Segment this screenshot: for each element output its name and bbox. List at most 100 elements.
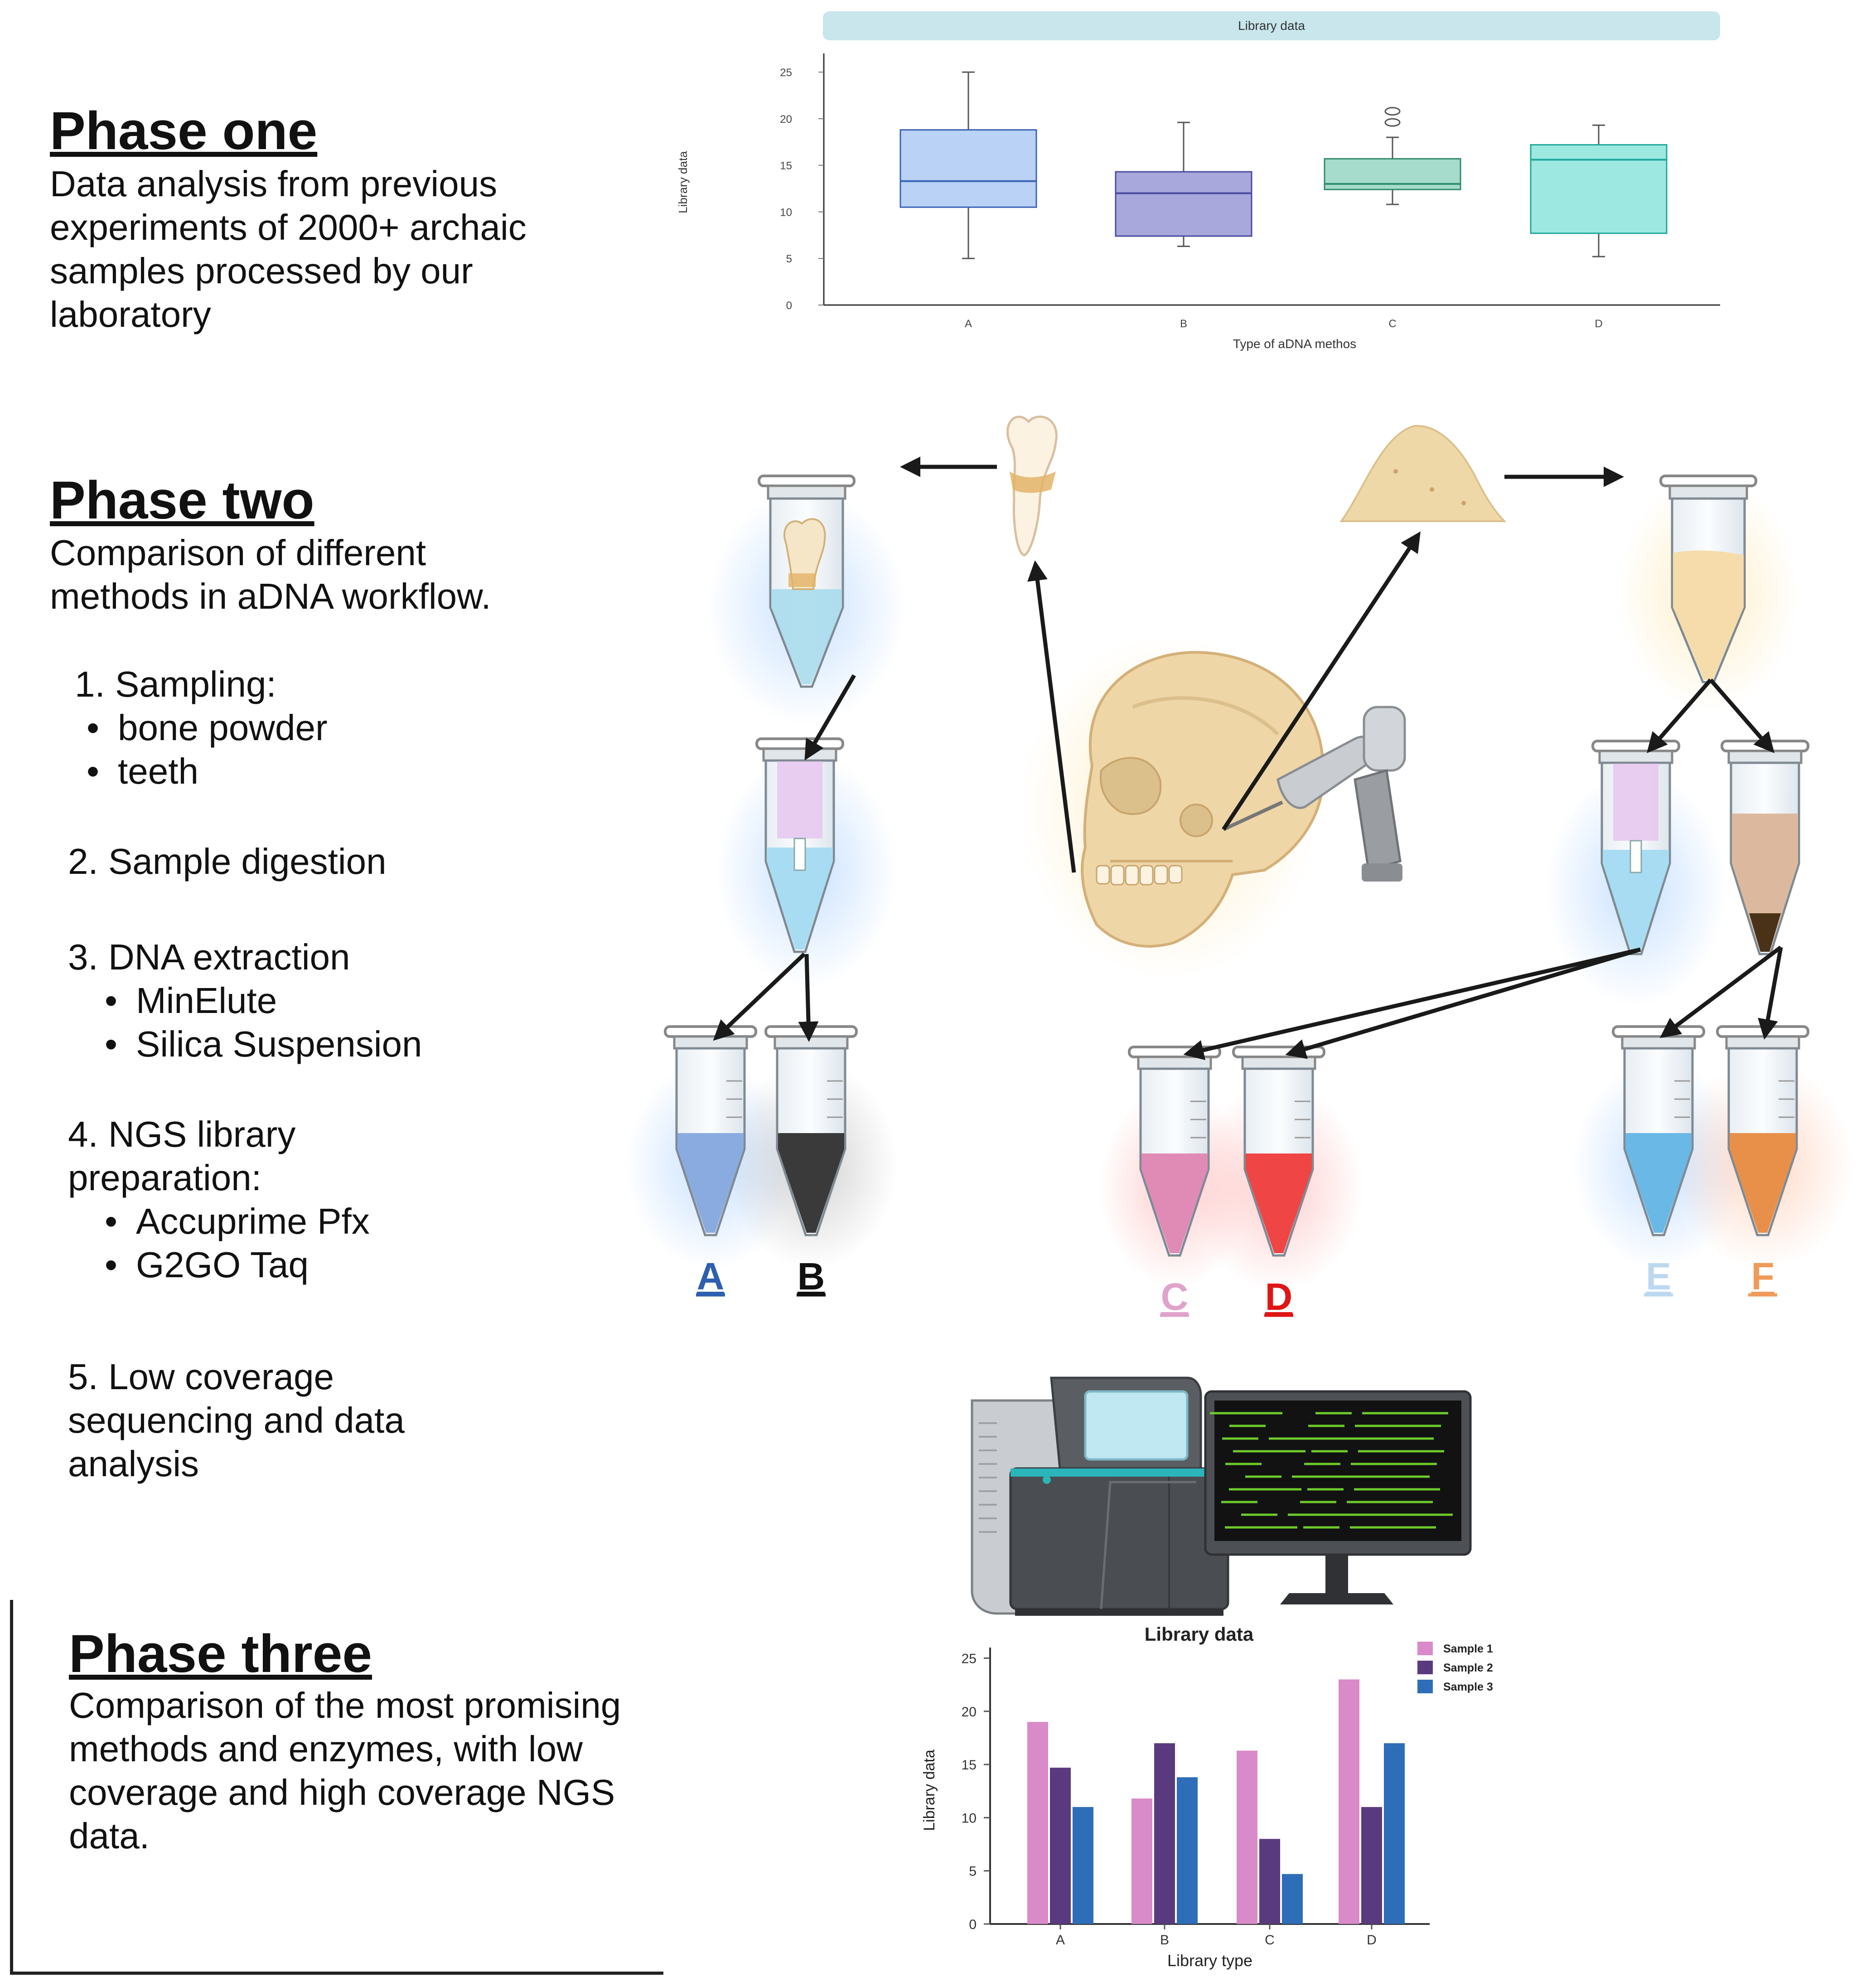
monitor-icon <box>1204 1390 1472 1604</box>
bar-D-2 <box>1361 1807 1382 1924</box>
step-library-prep: 4. NGS library preparation: <box>68 1114 296 1198</box>
extraction-silica: Silica Suspension <box>136 1024 422 1064</box>
legend-label: Sample 3 <box>1443 1681 1493 1693</box>
x-tick-label: C <box>1388 318 1396 330</box>
y-tick-label: 20 <box>780 113 792 126</box>
library-accuprime: Accuprime Pfx <box>136 1201 370 1241</box>
sampling-teeth: teeth <box>118 751 198 791</box>
y-tick-label: 15 <box>962 1758 977 1773</box>
arrow <box>804 674 856 761</box>
y-tick-label: 15 <box>780 160 792 172</box>
step-extraction: 3. DNA extraction <box>68 937 350 977</box>
bar-chart: Library data Library data Library type 0… <box>921 1623 1493 1970</box>
box-A <box>899 129 1037 208</box>
skull-icon <box>1081 651 1325 948</box>
legend-swatch <box>1417 1680 1433 1693</box>
outlier-point <box>1384 118 1401 127</box>
step-library-block: 4. NGS library preparation: •Accuprime P… <box>68 1113 370 1287</box>
arrow <box>713 952 806 1041</box>
arrow <box>1027 560 1076 873</box>
x-tick-label: B <box>1160 1933 1169 1948</box>
step-sampling: 1. Sampling: <box>75 664 276 704</box>
tube-label-F: F <box>1751 1255 1774 1298</box>
legend-swatch <box>1417 1661 1433 1674</box>
x-tick-label: C <box>1265 1933 1275 1948</box>
tooth-icon <box>1006 415 1058 557</box>
box-chart: Library data Library data Type of aDNA m… <box>676 11 1720 351</box>
box-D <box>1530 144 1668 234</box>
tube-label-D: D <box>1265 1275 1293 1318</box>
tube-label-C: C <box>1161 1275 1189 1318</box>
x-tick-label: B <box>1180 318 1187 330</box>
bar-chart-title: Library data <box>1145 1623 1254 1645</box>
phase-one-description: Data analysis from previous experiments … <box>50 164 527 334</box>
y-tick-label: 0 <box>969 1917 977 1932</box>
tooth-icon <box>783 518 826 590</box>
list-item: •bone powder <box>86 708 328 748</box>
tube-bone-powder <box>1659 475 1757 683</box>
bar-B-3 <box>1177 1777 1198 1924</box>
phase-three-frame <box>10 1600 663 1975</box>
step-extraction-block: 3. DNA extraction •MinElute •Silica Susp… <box>68 935 422 1066</box>
bar-chart-ylabel: Library data <box>921 1749 938 1831</box>
bar-C-2 <box>1259 1839 1280 1924</box>
phase-three-title: Phase three <box>69 1624 372 1684</box>
box-chart-xlabel: Type of aDNA methos <box>1233 337 1356 351</box>
y-tick-label: 25 <box>780 67 792 79</box>
arrow <box>798 954 819 1042</box>
tube-C: C <box>1128 1046 1221 1318</box>
bar-chart-xlabel: Library type <box>1167 1951 1252 1970</box>
arrows <box>713 456 1783 1060</box>
list-item: •MinElute <box>104 980 277 1021</box>
legend-label: Sample 1 <box>1443 1643 1493 1655</box>
step-sequencing: 5. Low coverage sequencing and data anal… <box>68 1357 405 1484</box>
list-item: •G2GO Taq <box>104 1245 309 1285</box>
y-tick-label: 20 <box>962 1705 977 1720</box>
x-tick-label: D <box>1367 1933 1377 1948</box>
tube-E: E <box>1612 1025 1705 1298</box>
bar-C-3 <box>1282 1874 1303 1924</box>
step-digestion: 2. Sample digestion <box>68 841 387 882</box>
tube-B: B <box>764 1025 858 1298</box>
y-tick-label: 5 <box>969 1864 977 1879</box>
bar-A-1 <box>1027 1722 1048 1924</box>
arrow <box>1285 947 1641 1059</box>
box-C <box>1324 158 1461 190</box>
y-tick-label: 5 <box>786 253 792 265</box>
arrow <box>1659 945 1782 1038</box>
y-tick-label: 0 <box>786 300 792 312</box>
x-tick-label: A <box>1056 1933 1065 1948</box>
extraction-minelute: MinElute <box>136 980 277 1021</box>
workflow-steps: 1. Sampling: •bone powder •teeth <box>68 663 328 793</box>
sampling-bone-powder: bone powder <box>118 708 328 748</box>
arrow <box>1183 947 1641 1060</box>
drill-icon <box>1223 706 1406 882</box>
x-tick-label: A <box>965 318 972 330</box>
bar-D-3 <box>1384 1743 1405 1924</box>
x-tick-label: D <box>1595 318 1602 330</box>
phase-three-description: Comparison of the most promising methods… <box>69 1685 621 1856</box>
bar-B-2 <box>1154 1743 1175 1924</box>
tube-label-B: B <box>798 1255 825 1298</box>
arrow <box>1222 531 1421 831</box>
arrow <box>1758 947 1783 1040</box>
tube-digestion-right-b <box>1721 740 1809 955</box>
box-chart-ylabel: Library data <box>676 151 690 213</box>
bone-powder-icon <box>1339 425 1507 522</box>
bar-C-1 <box>1237 1750 1257 1924</box>
bar-A-3 <box>1073 1807 1093 1924</box>
list-item: •Silica Suspension <box>104 1024 422 1064</box>
library-g2go: G2GO Taq <box>136 1245 309 1285</box>
arrow <box>1647 678 1712 753</box>
sequencer-icon <box>971 1376 1229 1616</box>
legend-swatch <box>1417 1642 1433 1655</box>
y-tick-label: 25 <box>962 1651 977 1666</box>
tube-digestion-right-a <box>1591 740 1680 955</box>
phase-one-title: Phase one <box>50 101 318 161</box>
box-chart-title: Library data <box>1238 19 1305 33</box>
bar-B-1 <box>1131 1798 1152 1924</box>
tube-label-A: A <box>697 1255 725 1298</box>
phase-two-description: Comparison of different methods in aDNA … <box>50 533 491 616</box>
bar-A-2 <box>1050 1768 1071 1924</box>
bar-D-1 <box>1339 1679 1359 1924</box>
